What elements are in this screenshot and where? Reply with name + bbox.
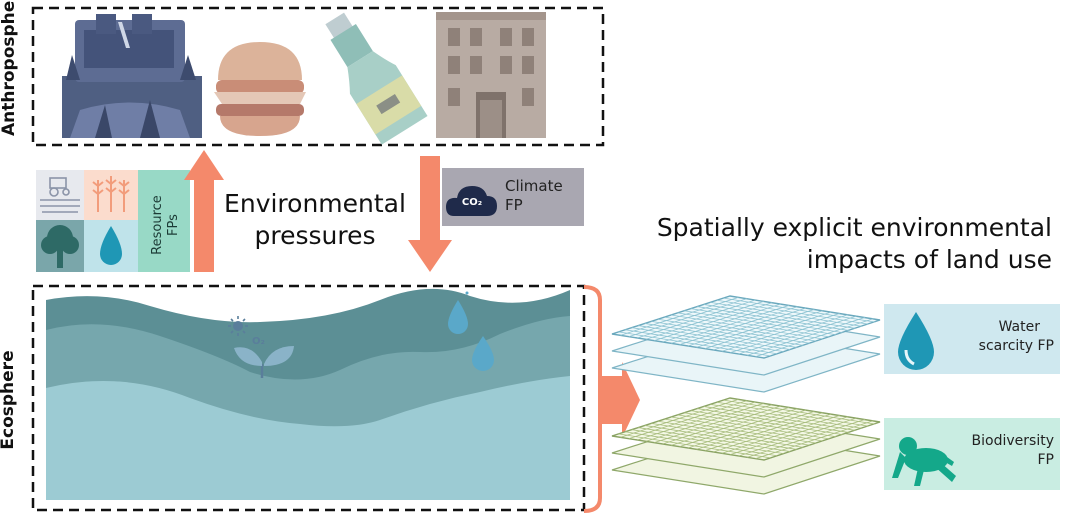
grid-line: [755, 318, 874, 358]
o2-label: O₂: [252, 336, 265, 347]
bracket: [583, 285, 602, 513]
plant-icon: [228, 316, 294, 378]
grid-line: [738, 315, 857, 355]
center-label: Environmental pressures: [210, 188, 420, 252]
tree-icon: [41, 225, 79, 268]
ecosphere-box: [31, 284, 586, 512]
center-label-line2: pressures: [254, 221, 376, 250]
water-drop-icon: [100, 226, 122, 265]
down-arrow: [408, 156, 452, 272]
grid-layers-icon: [611, 397, 881, 495]
wheat-icon: [92, 176, 130, 212]
field-tractor-icon: [40, 177, 80, 213]
grid-line: [723, 297, 876, 323]
resource-tiles: [36, 170, 190, 272]
right-arrow: [602, 362, 640, 438]
burger-icon: [214, 42, 306, 136]
cloud-co2-icon: [446, 186, 497, 216]
right-title-line1: Spatially explicit environmental: [656, 213, 1052, 242]
grid-line: [738, 417, 857, 457]
grid-line: [716, 401, 869, 427]
grid-line: [716, 299, 869, 325]
tractor-icon: [62, 14, 202, 138]
resource-label-line1: Resource: [150, 195, 165, 255]
bottle-icon: [325, 12, 428, 145]
building-icon: [436, 12, 546, 138]
grid-layers-icon: [611, 295, 881, 393]
biodiversity-label-line2: FP: [1037, 452, 1055, 468]
climate-label-line2: FP: [505, 196, 523, 214]
biodiversity-label-line1: Biodiversity: [971, 433, 1054, 449]
grid-line: [746, 316, 866, 356]
right-title-line2: impacts of land use: [806, 245, 1052, 274]
landscape: [46, 288, 570, 500]
co2-label: CO₂: [461, 197, 483, 208]
biodiversity-label: Biodiversity FP: [940, 432, 1054, 470]
anthroposphere-box: [31, 6, 605, 147]
right-title: Spatially explicit environmental impacts…: [608, 212, 1052, 276]
frog-icon: [892, 437, 956, 486]
resource-label-line2: FPs: [166, 214, 181, 236]
water-drop-icon: [448, 291, 494, 371]
water-label-line1: Water: [998, 319, 1040, 335]
water-label: Water scarcity FP: [940, 318, 1054, 356]
climate-label: Climate FP: [505, 177, 583, 215]
up-arrow: [184, 150, 224, 272]
grid-line: [746, 418, 866, 458]
resource-label: Resource FPs: [143, 176, 187, 266]
water-label-line2: scarcity FP: [978, 338, 1054, 354]
center-label-line1: Environmental: [224, 189, 406, 218]
grid-line: [723, 399, 876, 425]
climate-label-line1: Climate: [505, 177, 563, 195]
grid-line: [755, 420, 874, 460]
